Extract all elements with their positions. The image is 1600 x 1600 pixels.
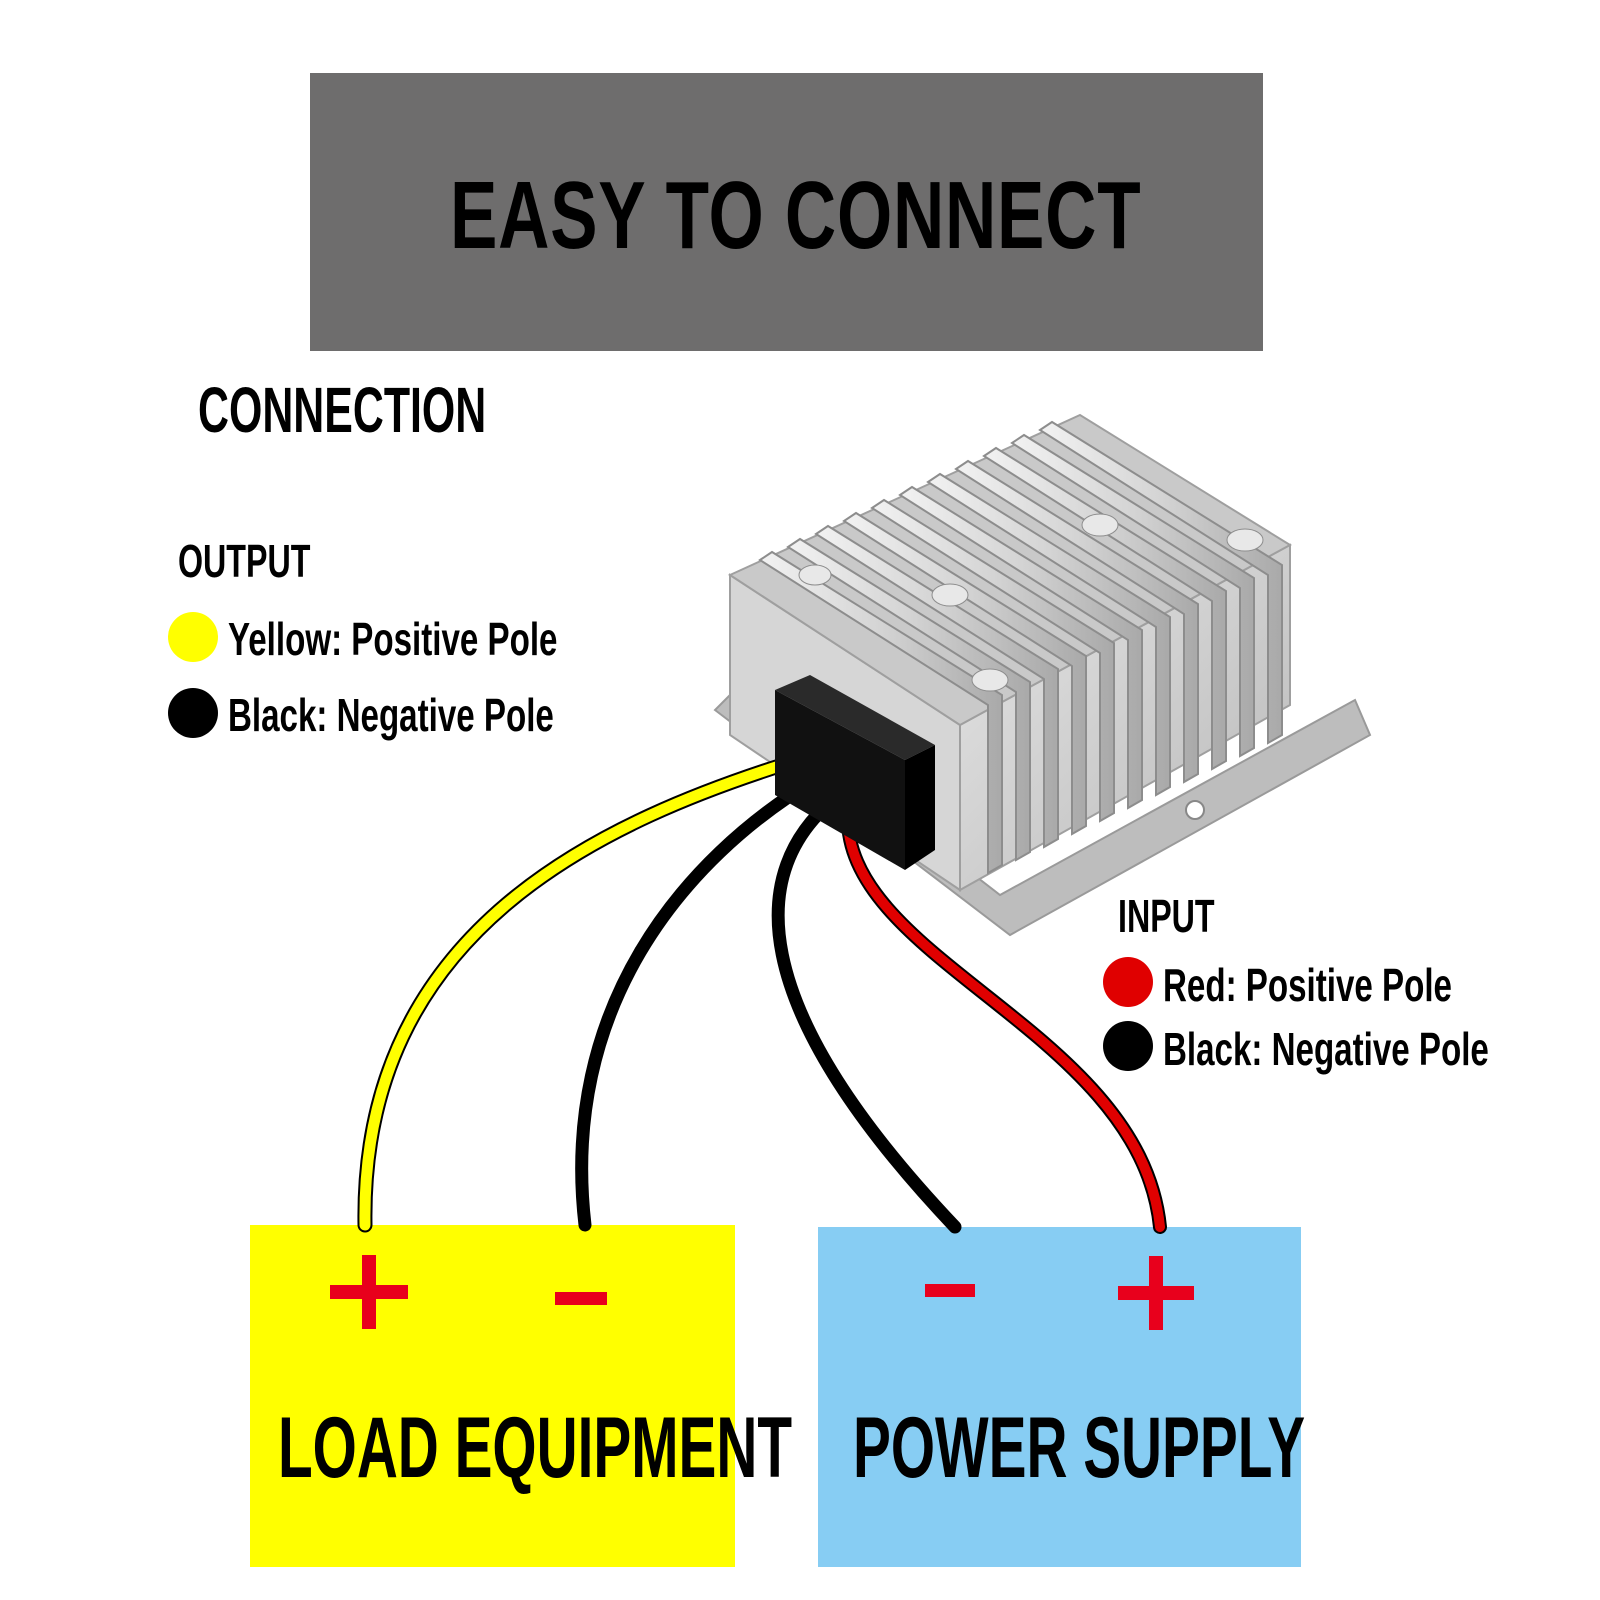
load-equipment-label: LOAD EQUIPMENT bbox=[278, 1400, 793, 1496]
heat-sink-fin bbox=[898, 485, 1143, 810]
load-plus-sign bbox=[330, 1255, 408, 1329]
title-banner bbox=[310, 73, 1263, 351]
input-black-wire bbox=[771, 793, 962, 1234]
heat-sink-fin bbox=[926, 472, 1171, 797]
heat-sink-fin bbox=[1010, 433, 1255, 758]
input-heading: INPUT bbox=[1118, 890, 1215, 942]
heat-sink-fin bbox=[982, 446, 1227, 771]
input-legend-negative: Black: Negative Pole bbox=[1163, 1023, 1489, 1075]
black-dot-icon bbox=[168, 688, 218, 738]
page-title: EASY TO CONNECT bbox=[450, 162, 1142, 269]
yellow-dot-icon bbox=[168, 612, 218, 662]
power-minus-sign bbox=[925, 1284, 975, 1297]
load-equipment-box bbox=[250, 1225, 735, 1567]
heat-sink-fin bbox=[758, 550, 1003, 875]
power-plus-sign bbox=[1118, 1256, 1194, 1330]
output-legend-negative: Black: Negative Pole bbox=[228, 689, 554, 741]
power-supply-label: POWER SUPPLY bbox=[853, 1400, 1306, 1496]
output-black-wire bbox=[575, 771, 825, 1232]
black-dot-icon bbox=[1103, 1021, 1153, 1071]
heat-sink-fin bbox=[786, 537, 1031, 862]
power-supply-box bbox=[818, 1227, 1301, 1567]
converter-icon bbox=[713, 413, 1372, 937]
heat-sink-fin bbox=[814, 524, 1059, 849]
load-minus-sign bbox=[555, 1292, 607, 1305]
output-heading: OUTPUT bbox=[178, 535, 311, 587]
output-legend-positive: Yellow: Positive Pole bbox=[228, 613, 558, 665]
heat-sink-fin bbox=[842, 511, 1087, 836]
input-legend-positive: Red: Positive Pole bbox=[1163, 959, 1452, 1011]
heat-sink-fin bbox=[870, 498, 1115, 823]
red-wire bbox=[842, 807, 1165, 1232]
cable-grommet bbox=[775, 690, 905, 870]
yellow-wire bbox=[359, 751, 814, 1231]
red-dot-icon bbox=[1103, 957, 1153, 1007]
heat-sink-fin bbox=[1038, 420, 1283, 745]
heat-sink-fin bbox=[954, 459, 1199, 784]
connection-heading: CONNECTION bbox=[198, 374, 487, 446]
